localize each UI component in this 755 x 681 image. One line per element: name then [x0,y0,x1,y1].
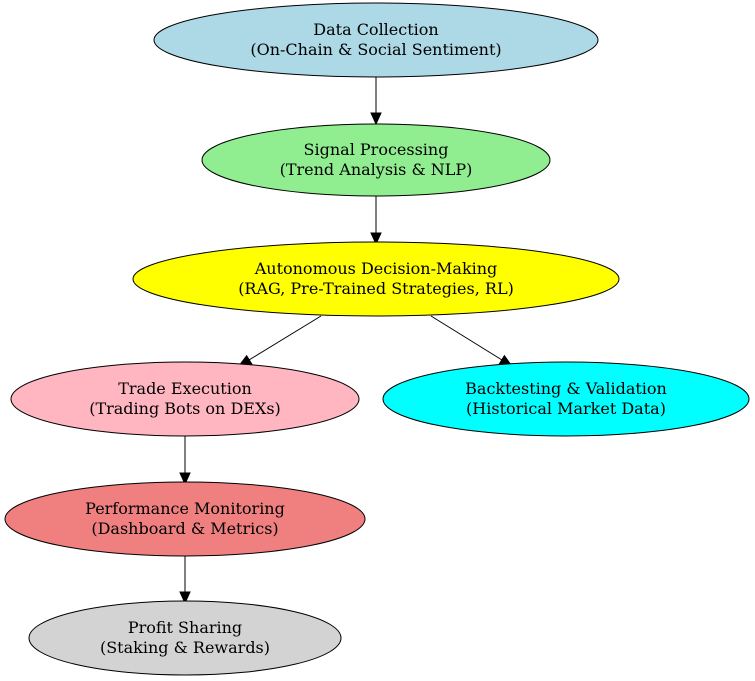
edge-decision-making-to-backtesting [430,315,514,368]
node-signal-processing-shape [201,123,551,197]
edge-performance-monitoring-to-profit-sharing [179,556,191,605]
node-signal-processing-title: Signal Processing [304,140,449,159]
node-trade-execution-subtitle: (Trading Bots on DEXs) [89,399,281,418]
node-backtesting-title: Backtesting & Validation [465,379,667,398]
edges-group [179,77,514,605]
edge-trade-execution-to-performance-monitoring [179,436,191,486]
edge-data-collection-to-signal-processing [370,77,382,126]
node-performance-monitoring: Performance Monitoring (Dashboard & Metr… [4,481,366,557]
node-profit-sharing-title: Profit Sharing [128,618,242,637]
node-decision-making: Autonomous Decision-Making (RAG, Pre-Tra… [132,241,620,317]
node-decision-making-title: Autonomous Decision-Making [254,259,498,278]
node-trade-execution: Trade Execution (Trading Bots on DEXs) [10,361,360,437]
node-signal-processing: Signal Processing (Trend Analysis & NLP) [201,123,551,197]
node-profit-sharing: Profit Sharing (Staking & Rewards) [28,600,342,676]
node-performance-monitoring-title: Performance Monitoring [85,499,285,518]
nodes-group: Data Collection (On-Chain & Social Senti… [4,2,750,676]
node-data-collection-shape [153,2,599,78]
node-decision-making-subtitle: (RAG, Pre-Trained Strategies, RL) [238,279,514,298]
node-backtesting: Backtesting & Validation (Historical Mar… [382,361,750,437]
node-trade-execution-shape [10,361,360,437]
node-signal-processing-subtitle: (Trend Analysis & NLP) [280,160,473,179]
node-backtesting-shape [382,361,750,437]
node-data-collection-subtitle: (On-Chain & Social Sentiment) [250,40,501,59]
node-performance-monitoring-subtitle: (Dashboard & Metrics) [91,519,278,538]
node-decision-making-shape [132,241,620,317]
node-trade-execution-title: Trade Execution [118,379,252,398]
node-data-collection-title: Data Collection [313,20,438,39]
node-backtesting-subtitle: (Historical Market Data) [466,399,666,418]
node-profit-sharing-subtitle: (Staking & Rewards) [100,638,270,657]
node-data-collection: Data Collection (On-Chain & Social Senti… [153,2,599,78]
node-performance-monitoring-shape [4,481,366,557]
edge-signal-processing-to-decision-making [370,196,382,246]
node-profit-sharing-shape [28,600,342,676]
edge-decision-making-to-trade-execution [237,315,322,367]
